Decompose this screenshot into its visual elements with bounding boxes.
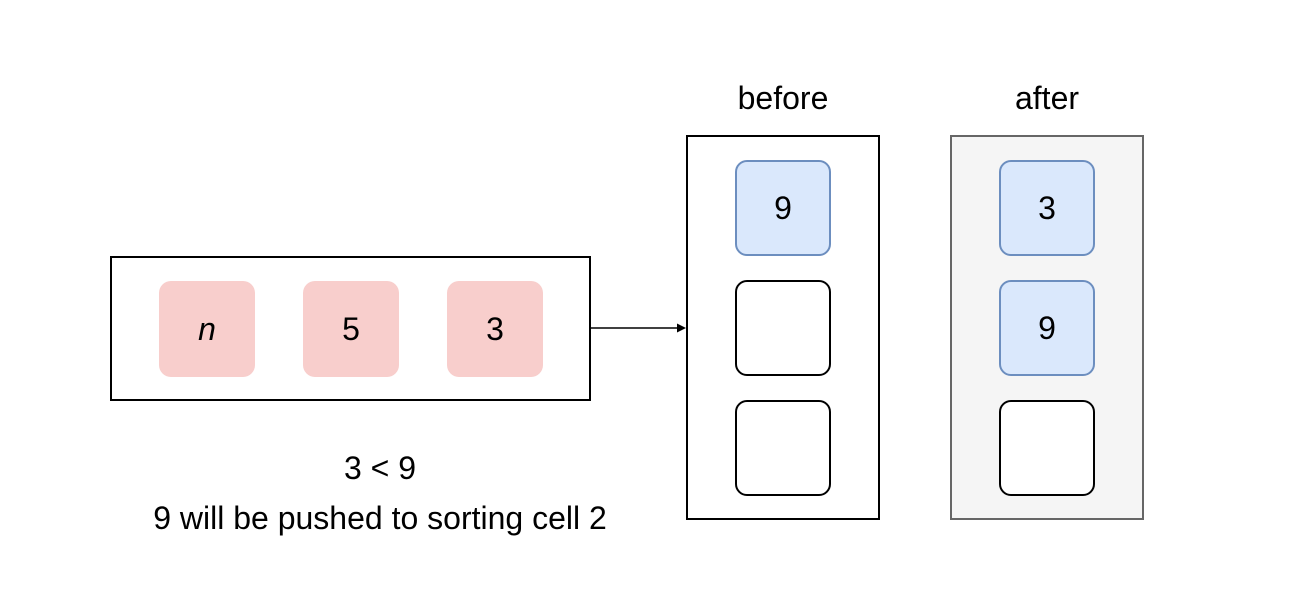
cell-value: 9	[1038, 309, 1056, 346]
input-cell-3: 3	[447, 281, 543, 377]
after-sorting-column: 3 9	[950, 135, 1144, 520]
input-cell-5: 5	[303, 281, 399, 377]
after-sorting-cell-3	[999, 400, 1095, 496]
input-cell-label: n	[198, 310, 216, 347]
input-cell-label: 5	[342, 310, 360, 347]
input-cell-n: n	[159, 281, 255, 377]
cell-value: 3	[1038, 189, 1056, 226]
before-sorting-column: 9	[686, 135, 880, 520]
before-sorting-cell-2	[735, 280, 831, 376]
after-sorting-cell-1: 3	[999, 160, 1095, 256]
after-sorting-cell-2: 9	[999, 280, 1095, 376]
input-cell-label: 3	[486, 310, 504, 347]
flow-arrow-head	[677, 323, 686, 333]
comparison-caption: 3 < 9	[343, 450, 417, 486]
before-sorting-cell-3	[735, 400, 831, 496]
before-sorting-cell-1: 9	[735, 160, 831, 256]
input-list-box: n 5 3	[110, 256, 591, 401]
after-heading: after	[1014, 80, 1080, 116]
before-heading: before	[737, 80, 829, 116]
explanation-caption: 9 will be pushed to sorting cell 2	[153, 500, 607, 536]
cell-value: 9	[774, 189, 792, 226]
